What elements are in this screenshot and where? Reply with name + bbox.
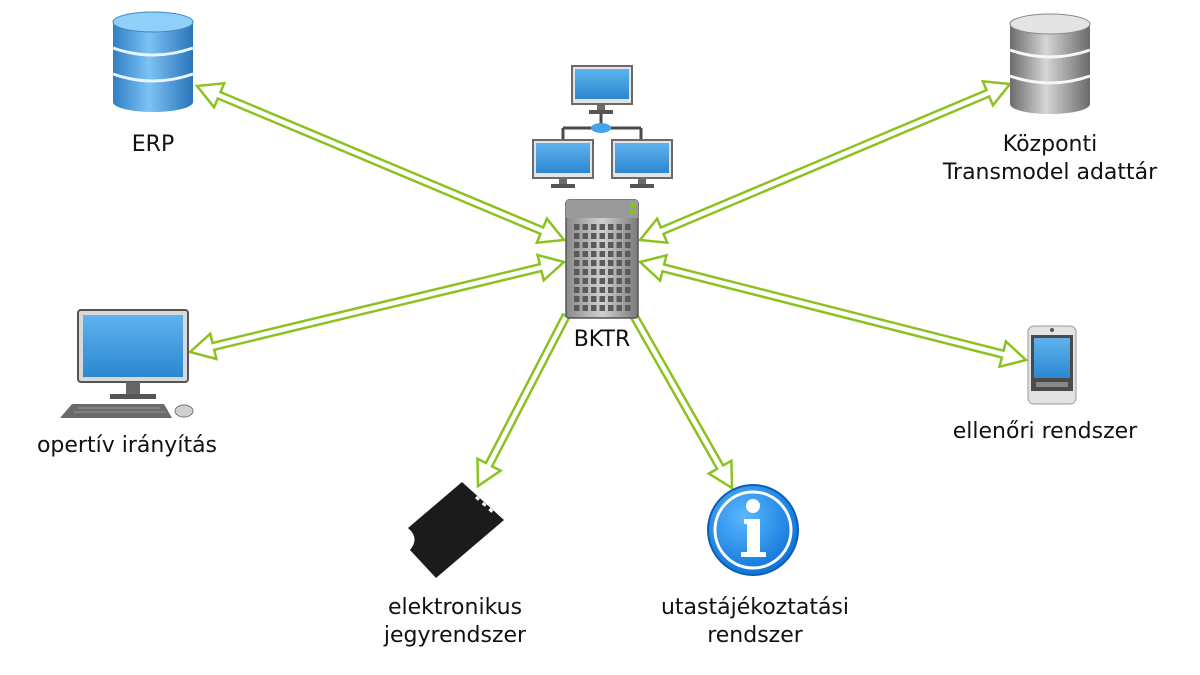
- arrow-operative: [187, 253, 567, 361]
- ticketing-label: elektronikus jegyrendszer: [340, 594, 570, 650]
- central-repo-label-line2: Transmodel adattár: [942, 160, 1158, 185]
- central-repo-label-line1: Központi: [1002, 132, 1098, 157]
- network-icon: [532, 65, 673, 188]
- ticket-icon: [408, 482, 504, 578]
- arrows: [187, 79, 1029, 491]
- operative-label: opertív irányítás: [36, 433, 218, 458]
- database-blue-icon: [112, 11, 194, 112]
- info-icon: [707, 484, 799, 576]
- central-repo-label: Központi Transmodel adattár: [910, 131, 1190, 187]
- desktop-computer-icon: [60, 309, 194, 418]
- arrow-inspector: [637, 253, 1029, 369]
- passenger-info-label-line1: utastájékoztatási: [660, 595, 850, 620]
- ticketing-label-line2: jegyrendszer: [383, 623, 527, 648]
- arrow-central-repo: [637, 79, 1013, 245]
- ticketing-label-line1: elektronikus: [387, 595, 523, 620]
- mobile-device-icon: [1027, 325, 1077, 405]
- passenger-info-label-line2: rendszer: [707, 623, 803, 648]
- arrow-erp: [194, 81, 567, 245]
- inspector-label: ellenőri rendszer: [952, 419, 1138, 444]
- arrow-ticketing: [476, 312, 571, 489]
- arrow-passenger-info: [629, 312, 734, 491]
- bktr-label: BKTR: [573, 327, 631, 352]
- passenger-info-label: utastájékoztatási rendszer: [610, 594, 900, 650]
- erp-label: ERP: [131, 132, 175, 157]
- database-gray-icon: [1009, 13, 1091, 114]
- server-icon: [565, 199, 639, 319]
